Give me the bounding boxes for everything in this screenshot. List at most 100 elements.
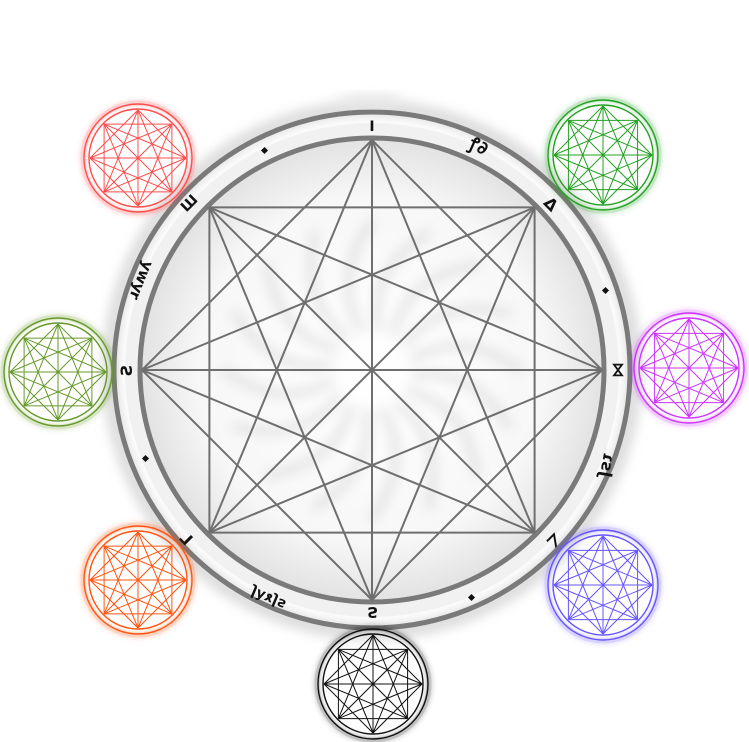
star-line	[209, 206, 603, 371]
small-star-line	[639, 318, 690, 369]
flame-stroke	[307, 230, 351, 341]
flame-stroke	[393, 399, 437, 510]
small-circle-inner-ring	[552, 104, 654, 206]
flame-stroke	[231, 310, 333, 369]
diamond-dot	[260, 146, 269, 155]
flame-stroke	[405, 387, 481, 478]
small-circle-outer-ring	[83, 525, 193, 635]
small-star-line	[568, 119, 653, 156]
small-star-line	[568, 549, 653, 586]
central-circle: I Δ ⋈ ∠ Ƨ Γ Ƨ Ш ꝭ∂ ɹʎʍʎ ɾƨɭ ƨɭɤʎɭ	[103, 94, 641, 639]
small-circle-olive	[0, 314, 116, 430]
small-star-line	[103, 123, 187, 159]
small-circle-inner-ring	[8, 322, 108, 422]
outer-circles	[0, 96, 748, 742]
star-line	[141, 369, 373, 601]
diamond-dot	[601, 286, 610, 295]
flame-stroke	[368, 407, 399, 522]
flame-stroke	[263, 262, 339, 353]
small-circle-inner-ring	[88, 108, 188, 208]
small-star-line	[103, 545, 173, 615]
small-star-line	[323, 683, 374, 734]
small-star-line	[568, 120, 638, 190]
flame-stroke	[345, 218, 376, 333]
diamond-dot	[467, 593, 476, 602]
small-circle-outer-ring	[633, 312, 745, 424]
star-line	[141, 139, 373, 371]
flame-stroke	[373, 229, 432, 331]
flame-stroke	[401, 305, 512, 349]
small-star-line	[323, 648, 408, 685]
small-star-line	[639, 367, 690, 418]
small-circle-outer-ring	[3, 317, 113, 427]
ring-diamonds	[141, 146, 610, 602]
flame-stroke	[411, 371, 513, 430]
small-star-line	[9, 337, 93, 373]
small-circle-magenta	[630, 309, 748, 427]
small-circle-blue	[544, 526, 662, 644]
small-circle-glow	[0, 314, 116, 430]
small-circle-glow	[630, 309, 748, 427]
small-circle-glow	[80, 100, 196, 216]
small-star-line	[553, 105, 604, 156]
small-star-line	[639, 332, 724, 369]
small-circle-outer-ring	[83, 103, 193, 213]
flame-stroke	[220, 366, 335, 397]
small-star-line	[89, 531, 139, 581]
diamond-dot	[141, 454, 150, 463]
vertex-mark-top: I	[369, 119, 374, 135]
flame-stroke	[264, 403, 355, 479]
small-circle-inner-ring	[552, 534, 654, 636]
star-line	[371, 207, 536, 601]
small-star-line	[553, 119, 638, 156]
star-line	[209, 369, 603, 534]
small-circle-glow	[544, 96, 662, 214]
small-star-line	[23, 337, 107, 373]
star-line	[208, 139, 373, 533]
small-star-line	[338, 648, 423, 685]
vertex-mark-left: Ƨ	[117, 364, 136, 376]
small-circle-inner-ring	[88, 530, 188, 630]
flame-stroke	[232, 391, 343, 435]
small-star-line	[568, 550, 638, 620]
small-star-line	[103, 545, 187, 581]
small-star-line	[9, 323, 59, 373]
flame-stroke	[389, 261, 480, 337]
small-star-line	[103, 123, 173, 193]
small-star-line	[89, 109, 139, 159]
vertex-mark-bottom: Ƨ	[367, 603, 378, 621]
small-star-line	[553, 535, 604, 586]
flame-stroke	[409, 343, 524, 374]
small-star-line	[323, 634, 374, 685]
star-line	[371, 139, 536, 533]
small-circle-glow	[80, 522, 196, 638]
small-circle-green	[544, 96, 662, 214]
small-circle-glow	[544, 526, 662, 644]
star-line	[141, 369, 535, 534]
small-star-line	[553, 584, 604, 635]
small-star-line	[89, 545, 173, 581]
small-star-line	[553, 549, 638, 586]
small-star-line	[654, 333, 724, 403]
small-star-line	[654, 332, 739, 369]
small-star-line	[553, 154, 604, 205]
small-star-line	[338, 649, 408, 719]
small-circle-outer-ring	[547, 529, 659, 641]
vertex-mark-right: ⋈	[609, 362, 628, 378]
small-circle-orange	[80, 522, 196, 638]
small-circle-inner-ring	[322, 633, 424, 735]
small-star-line	[23, 337, 93, 407]
background-flames	[220, 218, 524, 522]
small-circle-glow	[314, 625, 432, 742]
flame-stroke	[312, 409, 371, 511]
small-star-line	[89, 123, 173, 159]
star-line	[141, 206, 535, 371]
star-line	[208, 207, 373, 601]
top-glow	[336, 94, 404, 106]
rune-right: ɾƨɭ	[596, 451, 619, 480]
small-circle-outer-ring	[317, 628, 429, 740]
small-star-line	[89, 579, 139, 629]
small-circle-inner-ring	[638, 317, 740, 419]
small-star-line	[89, 157, 139, 207]
